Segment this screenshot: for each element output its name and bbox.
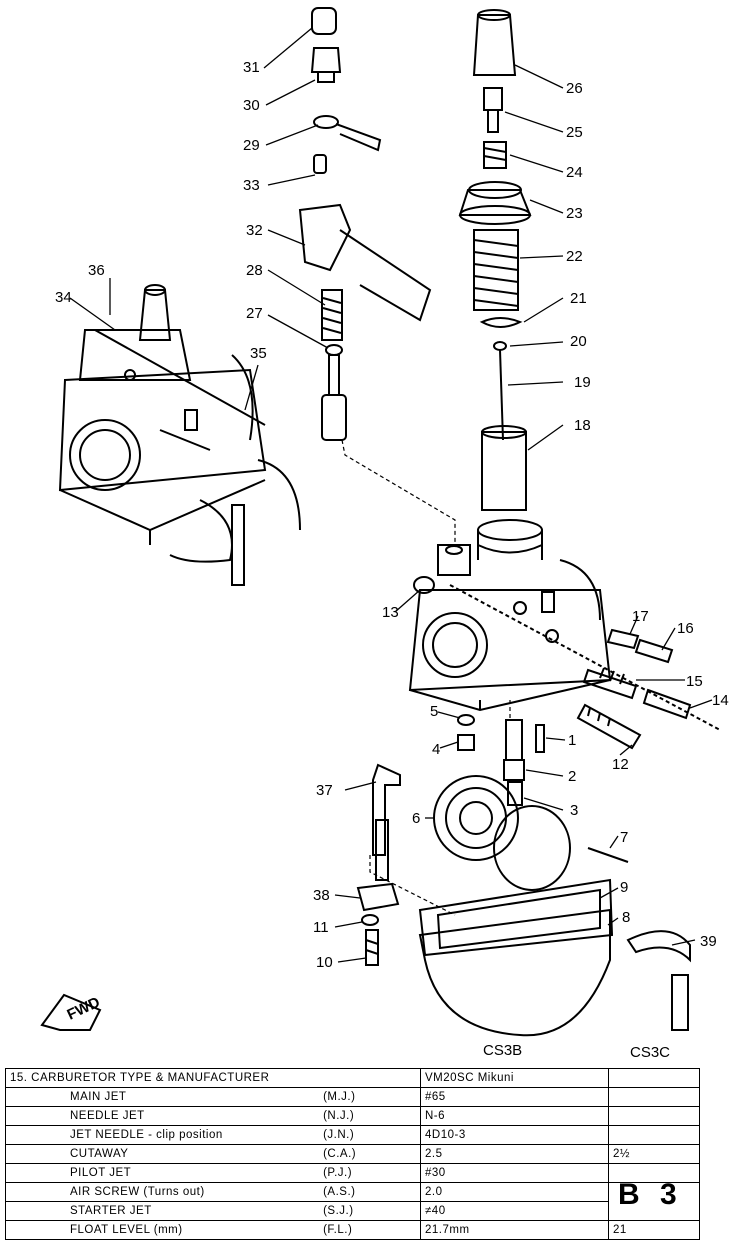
part-callout-13: 13 [382, 604, 399, 621]
spec-cs3c-value [607, 1106, 701, 1126]
spec-header-row: 15. CARBURETOR TYPE & MANUFACTURER VM20S… [5, 1068, 701, 1088]
part-callout-6: 6 [412, 810, 420, 827]
part-callout-9: 9 [620, 879, 628, 896]
spec-abbr: (M.J.) [319, 1087, 422, 1107]
assembled-carburetor-illustration [58, 284, 301, 586]
part-callout-39: 39 [700, 933, 717, 950]
part-callout-4: 4 [432, 741, 440, 758]
spec-row: JET NEEDLE - clip position (J.N.) 4D10-3 [5, 1125, 701, 1145]
spec-row: MAIN JET (M.J.) #65 [5, 1087, 701, 1107]
spec-item: FLOAT LEVEL (mm) [5, 1220, 320, 1240]
spec-cs3c-value [607, 1125, 701, 1145]
part-callout-25: 25 [566, 124, 583, 141]
carburetor-spec-table: 15. CARBURETOR TYPE & MANUFACTURER VM20S… [5, 1068, 701, 1240]
spec-item: MAIN JET [5, 1087, 320, 1107]
part-callout-20: 20 [570, 333, 587, 350]
spec-item: CUTAWAY [5, 1144, 320, 1164]
part-callout-3: 3 [570, 802, 578, 819]
spec-row: NEEDLE JET (N.J.) N-6 [5, 1106, 701, 1126]
spec-abbr: (N.J.) [319, 1106, 422, 1126]
part-callout-33: 33 [243, 177, 260, 194]
part-callout-28: 28 [246, 262, 263, 279]
part-callout-34: 34 [55, 289, 72, 306]
small-parts-illustration [356, 628, 692, 1037]
part-callout-21: 21 [570, 290, 587, 307]
part-callout-19: 19 [574, 374, 591, 391]
part-callout-5: 5 [430, 703, 438, 720]
spec-cs3b-value: #30 [420, 1163, 609, 1183]
spec-item: JET NEEDLE - clip position [5, 1125, 320, 1145]
part-callout-1: 1 [568, 732, 576, 749]
part-callout-7: 7 [620, 829, 628, 846]
spec-cs3c-value [607, 1087, 701, 1107]
spec-cs3b-value: ≠40 [420, 1201, 609, 1221]
spec-row: AIR SCREW (Turns out) (A.S.) 2.0 [5, 1182, 701, 1202]
part-callout-12: 12 [612, 756, 629, 773]
spec-abbr: (P.J.) [319, 1163, 422, 1183]
float-chamber-cover-stack [298, 7, 432, 441]
spec-abbr: (F.L.) [319, 1220, 422, 1240]
part-callout-38: 38 [313, 887, 330, 904]
spec-cs3c-value: 2½ [607, 1144, 701, 1164]
carburetor-body-illustration [408, 519, 721, 731]
spec-header-cs3b: VM20SC Mikuni [420, 1068, 609, 1088]
spec-row: PILOT JET (P.J.) #30 [5, 1163, 701, 1183]
spec-abbr: (C.A.) [319, 1144, 422, 1164]
spec-cs3c-value [607, 1182, 701, 1202]
part-callout-29: 29 [243, 137, 260, 154]
spec-cs3b-value: #65 [420, 1087, 609, 1107]
spec-cs3b-value: N-6 [420, 1106, 609, 1126]
spec-item: AIR SCREW (Turns out) [5, 1182, 320, 1202]
spec-row: CUTAWAY (C.A.) 2.5 2½ [5, 1144, 701, 1164]
spec-cs3b-value: 21.7mm [420, 1220, 609, 1240]
leader-lines [69, 27, 713, 963]
throttle-valve-stack [458, 9, 532, 511]
part-callout-8: 8 [622, 909, 630, 926]
part-callout-23: 23 [566, 205, 583, 222]
spec-cs3b-value: 2.0 [420, 1182, 609, 1202]
part-callout-11: 11 [313, 919, 329, 936]
part-callout-26: 26 [566, 80, 583, 97]
model-label-cs3c: CS3C [630, 1044, 671, 1061]
spec-item: PILOT JET [5, 1163, 320, 1183]
part-callout-15: 15 [686, 673, 703, 690]
spec-row: FLOAT LEVEL (mm) (F.L.) 21.7mm 21 [5, 1220, 701, 1240]
spec-abbr: (J.N.) [319, 1125, 422, 1145]
spec-cs3b-value: 2.5 [420, 1144, 609, 1164]
part-callout-18: 18 [574, 417, 591, 434]
spec-item: STARTER JET [5, 1201, 320, 1221]
spec-cs3c-value: 21 [607, 1220, 701, 1240]
part-callout-32: 32 [246, 222, 263, 239]
spec-item: NEEDLE JET [5, 1106, 320, 1126]
spec-row: STARTER JET (S.J.) ≠40 [5, 1201, 701, 1221]
part-callout-14: 14 [712, 692, 729, 709]
spec-header-cs3c [607, 1068, 701, 1088]
spec-cs3b-value: 4D10-3 [420, 1125, 609, 1145]
exploded-parts-diagram: 3130293332282736343526252423222120191813… [40, 7, 729, 1037]
part-callout-37: 37 [316, 782, 333, 799]
page-code: B 3 [618, 1178, 683, 1211]
part-callout-2: 2 [568, 768, 576, 785]
part-callout-31: 31 [243, 59, 260, 76]
part-callout-36: 36 [88, 262, 105, 279]
part-callout-22: 22 [566, 248, 583, 265]
spec-header-item: 15. CARBURETOR TYPE & MANUFACTURER [5, 1068, 421, 1088]
spec-abbr: (S.J.) [319, 1201, 422, 1221]
part-callout-17: 17 [632, 608, 649, 625]
model-label-cs3b: CS3B [483, 1042, 523, 1059]
part-callout-30: 30 [243, 97, 260, 114]
part-callout-35: 35 [250, 345, 267, 362]
part-callout-27: 27 [246, 305, 263, 322]
spec-abbr: (A.S.) [319, 1182, 422, 1202]
part-callout-16: 16 [677, 620, 694, 637]
fwd-arrow [40, 993, 102, 1031]
part-callout-24: 24 [566, 164, 583, 181]
part-callout-10: 10 [316, 954, 333, 971]
